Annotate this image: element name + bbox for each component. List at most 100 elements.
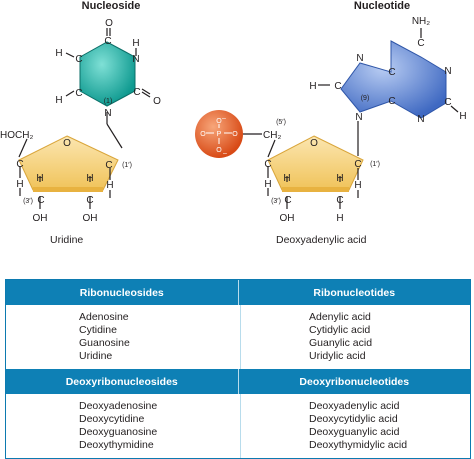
uridine-h-n3: H	[132, 38, 139, 49]
ribose-o-ring: O	[63, 138, 71, 149]
uridine-h-bottom-left: H	[55, 95, 62, 106]
adenine-bonds	[318, 28, 459, 113]
deoxyribose-c1: C	[354, 159, 361, 170]
deoxyribose-c3: C	[284, 195, 291, 206]
ribose-h-d: H	[106, 180, 113, 191]
table-group-ribo: Adenosine Cytidine Guanosine Uridine Ade…	[6, 305, 470, 369]
ribose-c3: C	[37, 195, 44, 206]
uridine-c-left: C	[75, 54, 82, 65]
nucleotide-title: Nucleotide	[354, 0, 410, 12]
deoxyribose-c2: C	[336, 195, 343, 206]
uridine-caption: Uridine	[50, 234, 83, 246]
list-item: Deoxyadenosine	[79, 400, 158, 412]
ribose-bonds	[18, 138, 111, 209]
deoxyribose-ring-edge	[282, 187, 349, 192]
uridine-h-left: H	[55, 48, 62, 59]
ribose-h-c: H	[86, 173, 93, 184]
ribonucleoside-list: Adenosine Cytidine Guanosine Uridine	[6, 305, 240, 369]
ribose-ring-edge	[33, 187, 103, 192]
deoxyribose-h-b: H	[283, 173, 290, 184]
header-deoxyribonucleotides: Deoxyribonucleotides	[237, 369, 471, 394]
table-group-deoxy: Deoxyadenosine Deoxycytidine Deoxyguanos…	[6, 394, 470, 458]
phosphate-o-right: O	[232, 131, 238, 138]
uridine-bonds	[65, 28, 151, 149]
uridine-c-bottom: C	[75, 88, 82, 99]
deoxyribose-h-bottom: H	[336, 213, 343, 224]
table-header-deoxy: Deoxyribonucleosides Deoxyribonucleotide…	[6, 369, 470, 394]
adenine-c-far: C	[334, 81, 341, 92]
deoxyribose-h-c: H	[336, 173, 343, 184]
list-item: Deoxyguanosine	[79, 426, 158, 438]
adenine-n-bottom: N	[417, 114, 424, 125]
phosphate-bonds	[206, 124, 232, 144]
ribose-c1: C	[105, 160, 112, 171]
list-item: Cytidylic acid	[309, 324, 371, 336]
uridine-c-top: C	[104, 36, 111, 47]
adenine-h-far: H	[309, 81, 316, 92]
adenine-c-mid2: C	[388, 96, 395, 107]
table-header-ribo: Ribonucleosides Ribonucleotides	[6, 280, 470, 305]
list-item: Deoxycytidine	[79, 413, 145, 425]
pyrimidine-ring	[79, 41, 136, 107]
list-item: Cytidine	[79, 324, 117, 336]
list-item: Deoxyguanylic acid	[309, 426, 400, 438]
adenine-n9: N	[355, 112, 362, 123]
deoxyribose-c4: C	[264, 159, 271, 170]
list-item: Adenosine	[79, 311, 129, 323]
deoxyribose-c3-label: (3′)	[271, 198, 281, 205]
adenine-n-right: N	[444, 66, 451, 77]
uridine-n1: N	[104, 108, 111, 119]
list-item: Deoxycytidylic acid	[309, 413, 398, 425]
ribose-c2: C	[86, 195, 93, 206]
phosphate-o-bottom: O	[216, 147, 222, 154]
phosphate-sphere	[195, 110, 243, 158]
uridine-c-right: C	[133, 87, 140, 98]
deoxyribonucleoside-list: Deoxyadenosine Deoxycytidine Deoxyguanos…	[6, 394, 240, 458]
phosphate-p: P	[217, 131, 222, 138]
ribose-h-b: H	[36, 173, 43, 184]
header-deoxyribonucleosides: Deoxyribonucleosides	[65, 375, 178, 388]
deoxyribonucleotide-list: Deoxyadenylic acid Deoxycytidylic acid D…	[240, 394, 470, 458]
adenine-nh2: NH₂	[412, 16, 430, 27]
phosphate-minus-bottom: –	[223, 150, 227, 157]
list-item: Deoxythymidylic acid	[309, 439, 408, 451]
nucleoside-title: Nucleoside	[82, 0, 141, 12]
ribose-oh-left: OH	[33, 213, 48, 224]
list-item: Deoxythymidine	[79, 439, 154, 451]
ribose-c4: C	[16, 159, 23, 170]
list-item: Guanylic acid	[309, 337, 373, 349]
ribose-c1-label: (1′)	[122, 162, 132, 169]
list-item: Adenylic acid	[309, 311, 371, 323]
ribose-oh-right: OH	[83, 213, 98, 224]
ribose-h-a: H	[16, 179, 23, 190]
ribose-c3-label: (3′)	[23, 198, 33, 205]
adenine-n9-label: (9)	[361, 95, 370, 102]
list-item: Uridine	[79, 350, 113, 362]
deoxyribose-h-d: H	[354, 180, 361, 191]
list-item: Guanosine	[79, 337, 130, 349]
adenine-c-mid: C	[388, 67, 395, 78]
deoxyribose-oh: OH	[280, 213, 295, 224]
header-ribonucleotides: Ribonucleotides	[237, 280, 471, 305]
uridine-o-top: O	[105, 18, 113, 29]
phosphate-minus-top: –	[222, 115, 226, 122]
adenine-n-left: N	[356, 53, 363, 64]
deoxyribose-bonds	[243, 121, 359, 209]
purine-ring	[340, 40, 447, 119]
nucleotide-name-table: Ribonucleosides Ribonucleotides Adenosin…	[5, 279, 471, 459]
deoxyribose-o-ring: O	[310, 138, 318, 149]
adenine-h-right: H	[459, 111, 466, 122]
deoxyribose-ch2: CH₂	[263, 130, 281, 141]
deoxyribose-label5: (5′)	[276, 119, 286, 126]
uridine-n3: N	[132, 54, 139, 65]
adenine-c-right: C	[444, 97, 451, 108]
header-ribonucleosides: Ribonucleosides	[79, 286, 164, 299]
deoxyribose-h-a: H	[264, 179, 271, 190]
ribonucleotide-list: Adenylic acid Cytidylic acid Guanylic ac…	[240, 305, 470, 369]
list-item: Deoxyadenylic acid	[309, 400, 400, 412]
uridine-n1-label: (1)	[104, 98, 113, 105]
deoxyribose-c1-label: (1′)	[370, 161, 380, 168]
deoxyadenylic-caption: Deoxyadenylic acid	[276, 234, 367, 246]
structure-diagram: Nucleoside Nucleotide O C N H C O C H C …	[0, 0, 467, 246]
adenine-c-top: C	[417, 38, 424, 49]
